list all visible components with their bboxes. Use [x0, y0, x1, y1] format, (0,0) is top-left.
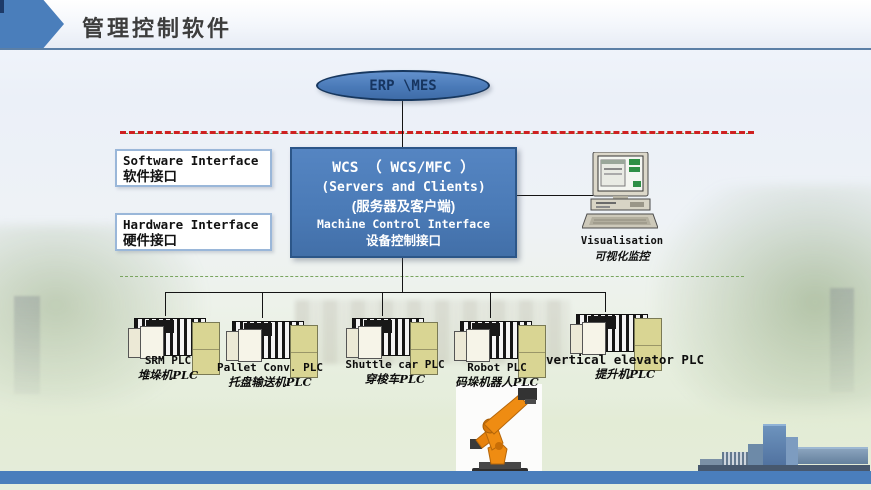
background-gate-pillar-left: [14, 296, 40, 394]
connector-erp-wcs: [402, 100, 403, 147]
software-interface-box: Software Interface 软件接口: [115, 149, 272, 187]
plc-label-vertical-elevator: vertical elevator PLC 提升机PLC: [545, 352, 705, 382]
plc-drop-4: [490, 292, 491, 318]
hardware-interface-zh: 硬件接口: [123, 233, 177, 248]
erp-mes-label: ERP \MES: [369, 77, 437, 94]
software-interface-zh: 软件接口: [123, 169, 177, 184]
arrow-icon: [0, 0, 64, 48]
campus-building-right-wing: [798, 447, 868, 464]
page-title: 管理控制软件: [82, 16, 233, 41]
title-band: 管理控制软件: [0, 0, 871, 50]
plc-drop-5: [605, 292, 606, 312]
hardware-interface-en: Hardware Interface: [123, 217, 259, 232]
plc-label-robot: Robot PLC 码垛机器人PLC: [455, 361, 539, 389]
plc-label-srm: SRM PLC 堆垛机PLC: [137, 354, 199, 382]
hardware-interface-box: Hardware Interface 硬件接口: [115, 213, 272, 251]
software-boundary-dashed-line: [120, 130, 754, 136]
wcs-node: WCS （ WCS/MFC ） (Servers and Clients) (服…: [290, 147, 517, 258]
software-interface-en: Software Interface: [123, 153, 259, 168]
plc-drop-1: [165, 292, 166, 316]
robot-arm-image: [456, 384, 542, 478]
campus-building-tower: [763, 424, 786, 469]
plc-icon-pallet-conveyor: [224, 318, 320, 380]
plc-icon-robot: [452, 318, 548, 380]
wcs-servers-clients: (Servers and Clients): [321, 180, 486, 195]
connector-wcs-bus: [402, 258, 403, 292]
wcs-machine-control-interface: Machine Control Interface: [316, 217, 491, 231]
red-dash-layer: [120, 131, 754, 134]
plc-icon-shuttle-car: [344, 315, 440, 377]
erp-mes-node: ERP \MES: [316, 70, 490, 101]
background-trees-right: [650, 185, 871, 445]
plc-drop-3: [382, 292, 383, 316]
computer-monitor-icon: [581, 151, 659, 234]
wcs-servers-clients-zh: (服务器及客户端): [351, 199, 456, 214]
plc-bus-horizontal: [165, 292, 606, 293]
connector-wcs-visualisation: [517, 195, 593, 196]
plc-label-shuttle-car: Shuttle car PLC 穿梭车PLC: [345, 358, 445, 386]
bottom-accent-bar: [0, 471, 871, 484]
visualisation-label-en: Visualisation: [580, 235, 664, 247]
visualisation-label-zh: 可视化监控: [594, 250, 650, 263]
background-gate-pillar-right: [830, 288, 854, 392]
plc-label-pallet-conveyor: Pallet Conv. PLC 托盘输送机PLC: [217, 361, 323, 389]
plc-icon-srm: [126, 315, 222, 377]
hardware-boundary-dashed-line: [120, 276, 744, 277]
wcs-machine-control-interface-zh: 设备控制接口: [365, 234, 441, 248]
edge-notch: [0, 0, 4, 13]
wcs-title: WCS （ WCS/MFC ）: [332, 160, 475, 176]
plc-icon-vertical-elevator: [568, 311, 664, 373]
plc-drop-2: [262, 292, 263, 318]
